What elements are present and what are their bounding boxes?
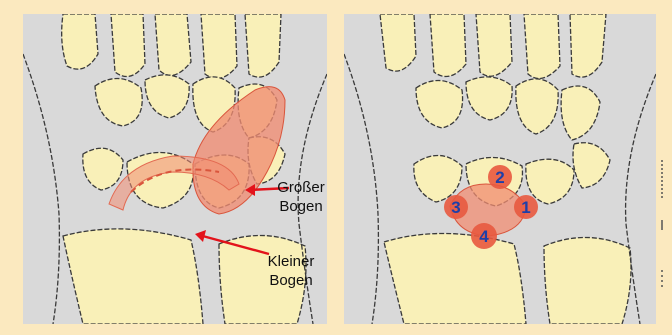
marker-2: 2 xyxy=(488,165,512,189)
r-hamate xyxy=(561,86,600,140)
left-wrist-diagram: Großer Bogen Kleiner Bogen xyxy=(23,14,327,324)
r-pisiform xyxy=(573,143,610,188)
r-trapezium xyxy=(416,80,463,128)
large-arc-label-line1: Großer xyxy=(273,178,327,197)
large-arc-label-line2: Bogen xyxy=(273,197,327,216)
r-scaphoid xyxy=(414,155,462,202)
radius xyxy=(63,229,203,324)
skin-contour-left xyxy=(23,54,59,324)
trapezium xyxy=(95,78,142,126)
r-capitate xyxy=(516,79,558,134)
scaphoid-distal xyxy=(83,148,123,190)
marker-1-label: 1 xyxy=(521,198,530,217)
marker-4: 4 xyxy=(471,223,497,249)
small-arc-label-line1: Kleiner xyxy=(255,252,327,271)
r-metacarpal-4 xyxy=(524,14,560,79)
r-triquetrum xyxy=(526,159,574,204)
right-wrist-diagram: 1 2 3 4 xyxy=(344,14,656,324)
marker-3-label: 3 xyxy=(451,198,460,217)
marker-4-label: 4 xyxy=(479,227,489,246)
small-arc-label: Kleiner Bogen xyxy=(255,252,327,290)
right-wrist-svg: 1 2 3 4 xyxy=(344,14,656,324)
r-metacarpal-3 xyxy=(476,14,512,76)
metacarpal-1 xyxy=(62,14,98,69)
metacarpal-2 xyxy=(111,14,145,77)
large-arc-label: Großer Bogen xyxy=(273,178,327,216)
r-metacarpal-2 xyxy=(430,14,466,77)
marker-2-label: 2 xyxy=(495,168,504,187)
credit-marks xyxy=(657,160,667,290)
metacarpal-5 xyxy=(245,14,281,77)
marker-3: 3 xyxy=(444,195,468,219)
metacarpal-4 xyxy=(201,14,237,79)
metacarpal-3 xyxy=(155,14,191,75)
r-trapezoid xyxy=(466,77,512,120)
r-metacarpal-1 xyxy=(380,14,416,71)
small-arc-label-line2: Bogen xyxy=(255,271,327,290)
r-metacarpal-5 xyxy=(570,14,606,77)
r-skin-contour-left xyxy=(344,54,378,324)
r-radius xyxy=(384,233,526,324)
marker-1: 1 xyxy=(514,195,538,219)
r-ulna xyxy=(544,237,631,324)
trapezoid xyxy=(145,75,189,118)
